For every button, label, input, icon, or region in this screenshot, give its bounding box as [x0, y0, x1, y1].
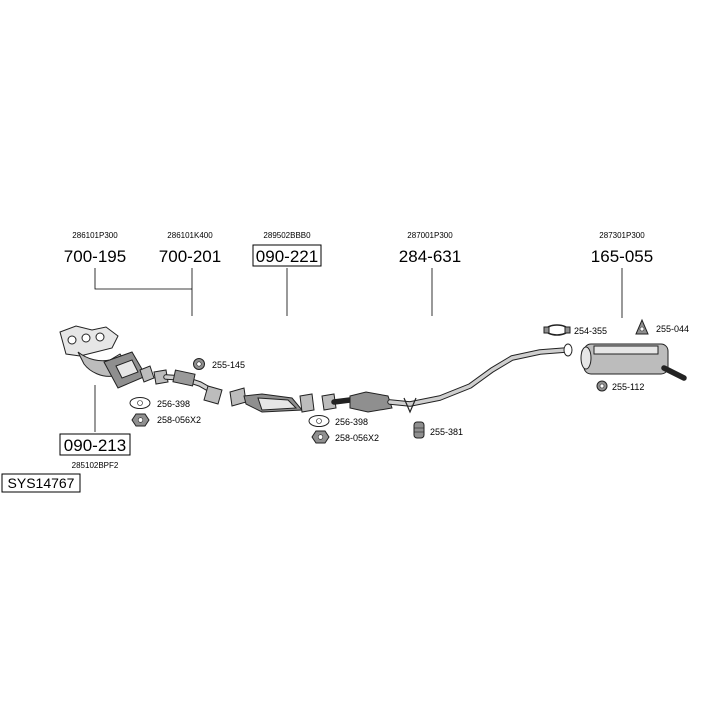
oem-ref-287301P300: 287301P300: [599, 231, 645, 240]
gasket-hole: [316, 418, 322, 424]
centre-tailpipe: [387, 347, 569, 407]
part-label-090-221[interactable]: 289502BBB0 090-221: [252, 231, 322, 267]
front-pipe-flange: [153, 369, 169, 385]
system-code-label[interactable]: SYS14767: [1, 473, 81, 493]
fitting-255-112[interactable]: 255-112: [596, 380, 644, 392]
hanger-hole: [196, 361, 202, 367]
manifold-port: [67, 335, 77, 345]
fitting-code[interactable]: 256-398: [157, 399, 190, 409]
hanger-hole: [639, 326, 645, 332]
centre-tailpipe-highlight: [388, 348, 568, 406]
fitting-255-381[interactable]: 255-381: [413, 421, 463, 439]
fitting-254-355[interactable]: 254-355: [543, 324, 607, 336]
oem-ref-285102BPF2: 285102BPF2: [72, 461, 119, 470]
centre-hanger: [403, 397, 417, 414]
manifold-outlet-flange: [139, 365, 155, 383]
fitting-256-398-b[interactable]: 256-398: [308, 415, 368, 428]
nut-hole: [137, 417, 144, 423]
fitting-code[interactable]: 255-044: [656, 324, 689, 334]
rear-silencer-endcap: [580, 346, 592, 370]
oem-ref-286101P300: 286101P300: [72, 231, 118, 240]
catalyst-shield: [257, 397, 298, 411]
rubber-mount-icon: [413, 421, 425, 439]
fitting-258-056x2-a[interactable]: 258-056X2: [131, 413, 201, 427]
catalyst-inlet-flange: [229, 387, 247, 407]
system-code-box: [1, 473, 81, 493]
middle-silencer: [349, 391, 393, 413]
fitting-code[interactable]: 255-381: [430, 427, 463, 437]
fitting-code[interactable]: 254-355: [574, 326, 607, 336]
oem-ref-286101K400: 286101K400: [167, 231, 213, 240]
fitting-256-398-a[interactable]: 256-398: [129, 397, 190, 410]
fitting-code[interactable]: 258-056X2: [157, 415, 201, 425]
rear-tailpipe: [661, 365, 687, 381]
flexi-joint: [172, 369, 196, 387]
part-number-700-195[interactable]: 700-195: [64, 247, 126, 266]
rear-silencer[interactable]: [580, 343, 687, 381]
gasket-hole: [137, 400, 143, 406]
system-code[interactable]: SYS14767: [8, 475, 75, 491]
fitting-255-145[interactable]: 255-145: [193, 358, 246, 371]
part-number-090-221[interactable]: 090-221: [256, 247, 318, 266]
catalyst-outlet-flange: [299, 393, 315, 413]
oem-ref-289502BBB0: 289502BBB0: [263, 231, 311, 240]
manifold-port: [81, 333, 91, 343]
centre-outlet-end: [563, 343, 573, 357]
part-label-700-195[interactable]: 286101P300 700-195: [64, 231, 126, 266]
fitting-code[interactable]: 258-056X2: [335, 433, 379, 443]
centre-section-pipe[interactable]: [321, 343, 573, 414]
clamp-bolt: [564, 326, 571, 334]
part-label-165-055[interactable]: 287301P300 165-055: [591, 231, 653, 266]
centre-inlet-tube: [331, 397, 353, 405]
part-label-700-201[interactable]: 286101K400 700-201: [159, 231, 221, 266]
ring-hole: [599, 383, 605, 389]
part-number-700-201[interactable]: 700-201: [159, 247, 221, 266]
catalytic-converter[interactable]: [229, 387, 315, 413]
part-number-284-631[interactable]: 284-631: [399, 247, 461, 266]
centre-inlet-flange: [321, 393, 337, 411]
fitting-258-056x2-b[interactable]: 258-056X2: [311, 430, 379, 444]
clamp-bolt: [543, 326, 550, 334]
nut-hole: [317, 434, 324, 440]
part-number-090-213[interactable]: 090-213: [64, 436, 126, 455]
front-pipe-outlet-flange: [203, 385, 223, 405]
part-number-box: [252, 244, 322, 267]
oem-ref-287001P300: 287001P300: [407, 231, 453, 240]
leader-700-195: [94, 268, 192, 290]
rear-silencer-top: [593, 345, 659, 355]
fitting-255-044[interactable]: 255-044: [635, 318, 689, 335]
fitting-code[interactable]: 255-145: [212, 360, 245, 370]
part-number-165-055[interactable]: 165-055: [591, 247, 653, 266]
leader-lines: [94, 268, 623, 432]
fitting-code[interactable]: 255-112: [612, 382, 644, 392]
manifold-port: [95, 332, 105, 342]
pre-catalyst-heatshield: [115, 359, 139, 379]
exhaust-manifold-catalyst[interactable]: [59, 325, 155, 389]
part-label-284-631[interactable]: 287001P300 284-631: [399, 231, 461, 266]
fitting-code[interactable]: 256-398: [335, 417, 368, 427]
part-label-090-213[interactable]: 090-213 285102BPF2: [59, 433, 131, 470]
part-number-box: [59, 433, 131, 456]
front-pipe[interactable]: [153, 369, 223, 405]
